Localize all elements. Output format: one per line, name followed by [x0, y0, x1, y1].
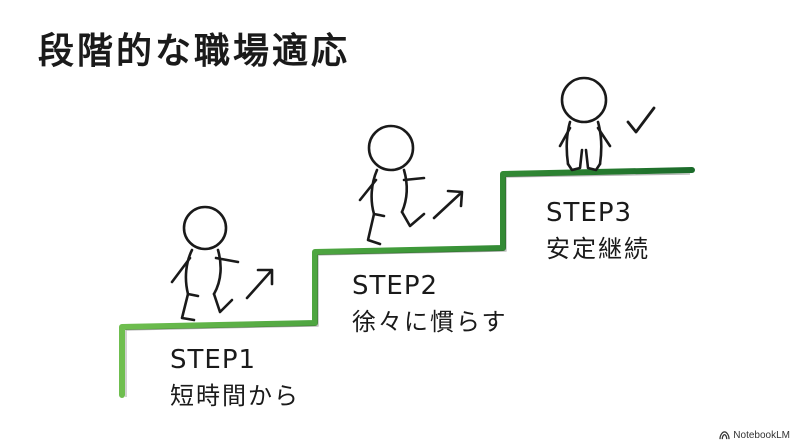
staircase: [119, 167, 695, 398]
brand-watermark: NotebookLM: [719, 430, 790, 441]
arrow-icon: [245, 268, 274, 300]
brand-name: NotebookLM: [733, 430, 790, 441]
step1-label: STEP1 短時間から: [170, 344, 300, 411]
figure-step1: [170, 205, 240, 322]
step1-desc: 短時間から: [170, 381, 300, 410]
checkmark-icon: [626, 106, 656, 134]
step2-label: STEP2 徐々に慣らす: [352, 270, 508, 337]
arrow-icon: [432, 189, 464, 220]
page-title: 段階的な職場適応: [38, 31, 351, 72]
figure-step2: [358, 124, 426, 246]
step3-desc: 安定継続: [546, 234, 650, 263]
step3-title: STEP3: [546, 198, 633, 228]
step2-desc: 徐々に慣らす: [352, 307, 508, 336]
step3-label: STEP3 安定継続: [546, 197, 650, 264]
step1-title: STEP1: [170, 345, 257, 375]
figure-step3: [558, 76, 612, 172]
step2-title: STEP2: [352, 271, 439, 301]
notebooklm-logo-icon: [719, 431, 730, 440]
